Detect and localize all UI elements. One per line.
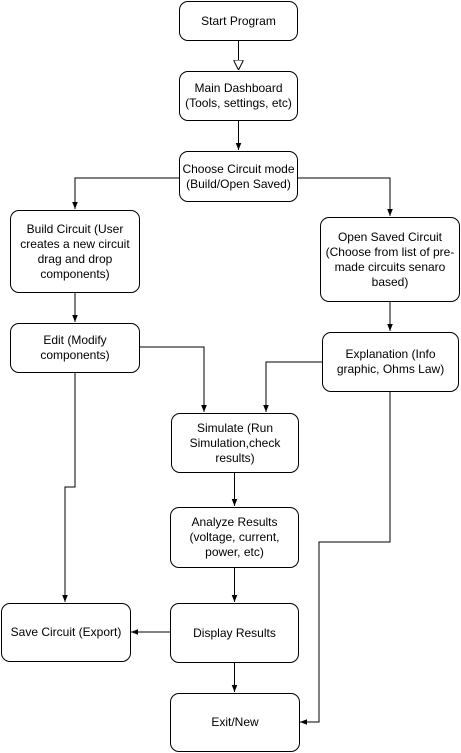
node-start-program: Start Program bbox=[179, 1, 298, 41]
arrow-choose-to-build bbox=[72, 177, 179, 209]
node-choose-circuit-mode: Choose Circuit mode (Build/Open Saved) bbox=[179, 151, 298, 202]
node-label: Start Program bbox=[201, 13, 276, 28]
node-label: Exit/New bbox=[211, 715, 259, 729]
node-save-circuit: Save Circuit (Export) bbox=[1, 603, 131, 662]
node-label: Main Dashboard (Tools, settings, etc) bbox=[185, 81, 292, 110]
arrow-choose-to-open bbox=[298, 177, 393, 216]
arrow-edit-to-simulate bbox=[140, 346, 207, 412]
node-label: Save Circuit (Export) bbox=[10, 625, 122, 639]
node-analyze-results: Analyze Results (voltage, current, power… bbox=[170, 507, 299, 568]
node-edit: Edit (Modify components) bbox=[10, 323, 140, 373]
node-label: Explanation (Info graphic, Ohms Law) bbox=[336, 347, 445, 376]
node-label: Open Saved Circuit (Choose from list of … bbox=[325, 229, 455, 289]
node-build-circuit: Build Circuit (User creates a new circui… bbox=[10, 210, 140, 293]
node-main-dashboard: Main Dashboard (Tools, settings, etc) bbox=[179, 71, 298, 121]
node-simulate: Simulate (Run Simulation,check results) bbox=[171, 413, 299, 473]
arrow-edit-to-save bbox=[62, 372, 76, 602]
node-label: Build Circuit (User creates a new circui… bbox=[20, 221, 130, 281]
node-explanation: Explanation (Info graphic, Ohms Law) bbox=[322, 332, 459, 392]
node-label: Display Results bbox=[193, 625, 276, 640]
node-label: Edit (Modify components) bbox=[40, 333, 110, 362]
node-exit-new: Exit/New bbox=[170, 693, 300, 752]
arrow-explanation-to-simulate bbox=[263, 361, 322, 412]
node-display-results: Display Results bbox=[170, 603, 299, 663]
node-label: Simulate (Run Simulation,check results) bbox=[189, 420, 281, 465]
node-label: Analyze Results (voltage, current, power… bbox=[189, 515, 280, 559]
arrow-explanation-to-exit bbox=[300, 392, 391, 725]
node-label: Choose Circuit mode (Build/Open Saved) bbox=[182, 161, 295, 191]
node-open-saved-circuit: Open Saved Circuit (Choose from list of … bbox=[320, 217, 460, 302]
